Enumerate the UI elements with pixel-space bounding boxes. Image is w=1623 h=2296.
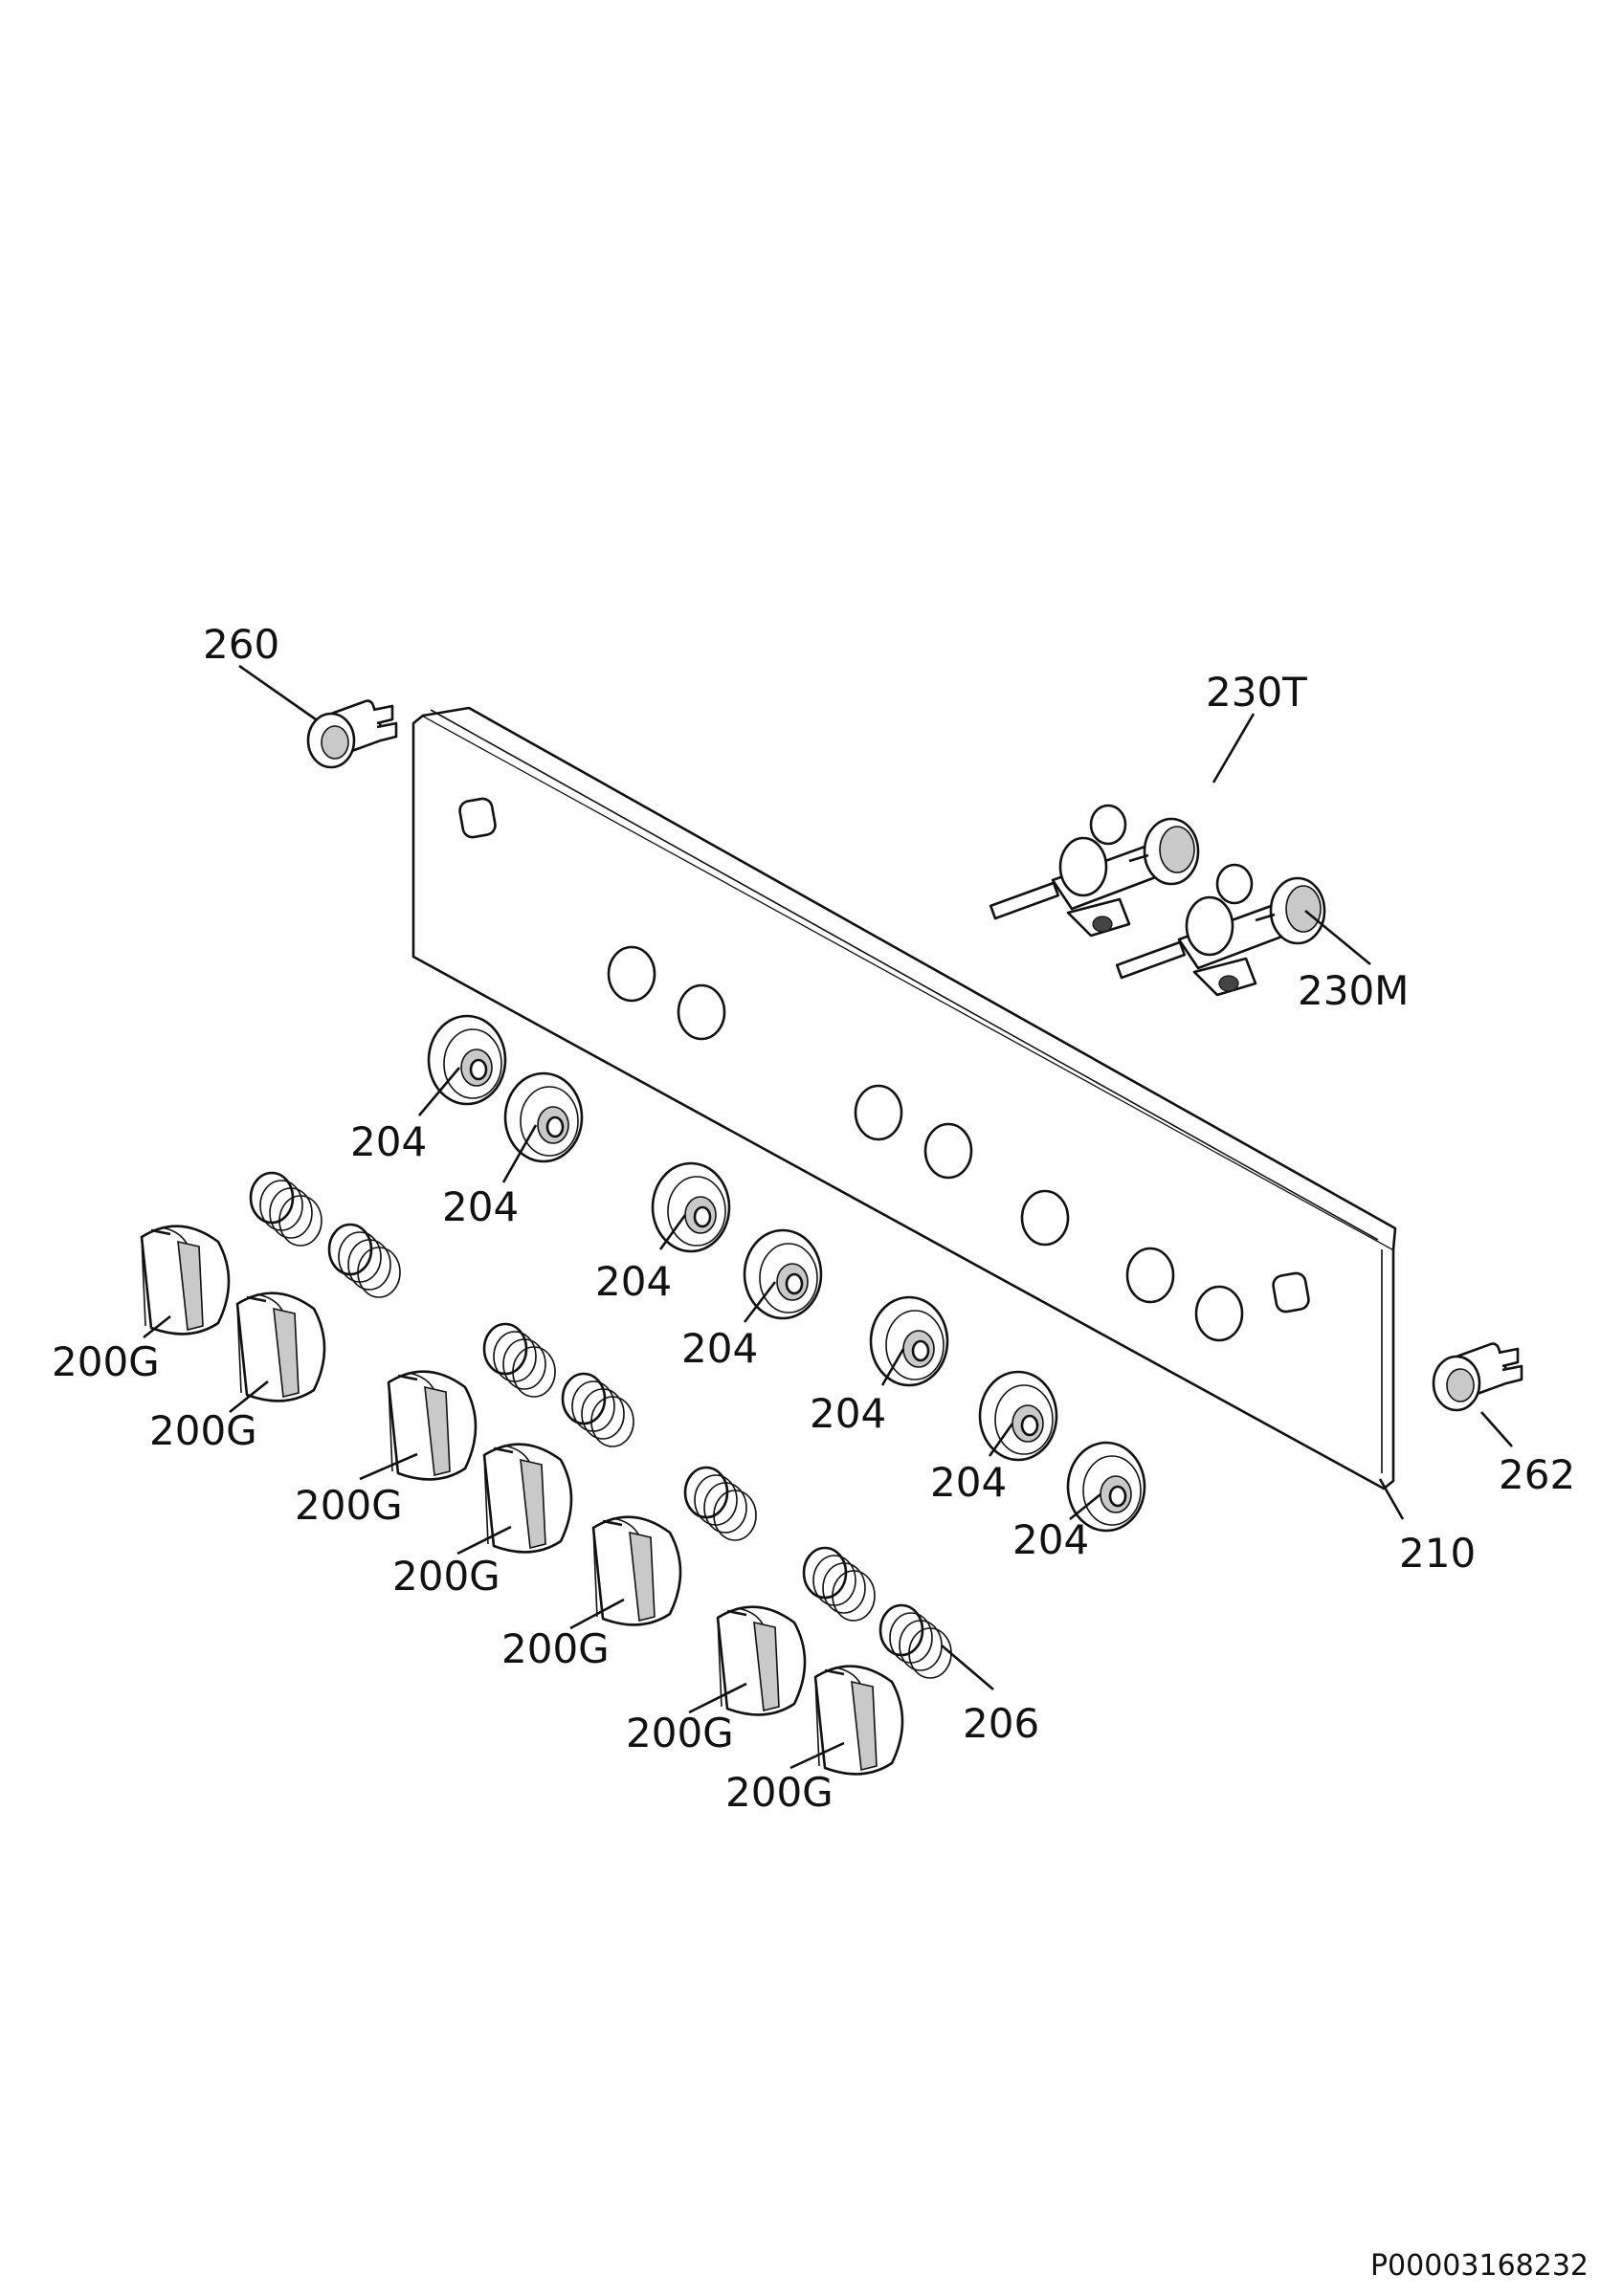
label-210: 210	[1399, 1530, 1476, 1577]
label-200g-5: 200G	[501, 1625, 610, 1672]
gas-valve-230t	[989, 804, 1200, 938]
spring-3	[482, 1322, 557, 1399]
leader-lines	[143, 664, 1513, 1770]
label-204-3: 204	[595, 1258, 672, 1305]
bezel-5	[869, 1295, 949, 1387]
knob-4	[482, 1443, 573, 1554]
label-204-1: 204	[350, 1118, 427, 1165]
gas-valve-230m	[1115, 863, 1326, 997]
bezel-2	[503, 1071, 584, 1163]
bezel-3	[651, 1161, 731, 1253]
label-200g-4: 200G	[392, 1553, 500, 1600]
ignition-switch-right	[1432, 1340, 1523, 1412]
spring-1	[249, 1171, 323, 1247]
label-200g-7: 200G	[725, 1769, 834, 1816]
label-200g-1: 200G	[52, 1338, 160, 1385]
label-262: 262	[1499, 1451, 1575, 1498]
label-200g-6: 200G	[626, 1710, 734, 1756]
knob-3	[387, 1370, 478, 1481]
ignition-switch-left	[306, 697, 398, 769]
label-204-7: 204	[1012, 1516, 1089, 1563]
label-200g-3: 200G	[295, 1482, 403, 1529]
knob-1	[140, 1225, 231, 1336]
label-200g-2: 200G	[149, 1407, 257, 1454]
control-panel	[411, 706, 1397, 1490]
knob-2	[235, 1292, 326, 1402]
document-reference: P00003168232	[1370, 2249, 1589, 2283]
bezel-6	[978, 1370, 1058, 1462]
label-230m: 230M	[1298, 967, 1409, 1014]
spring-2	[327, 1223, 402, 1299]
spring-4	[561, 1372, 635, 1448]
label-260: 260	[203, 621, 279, 668]
label-230t: 230T	[1206, 669, 1307, 716]
spring-7	[878, 1603, 953, 1680]
label-204-5: 204	[810, 1390, 886, 1437]
knob-6	[716, 1605, 807, 1716]
label-206: 206	[963, 1700, 1039, 1747]
label-204-4: 204	[681, 1325, 758, 1372]
spring-6	[802, 1546, 877, 1623]
label-204-6: 204	[930, 1459, 1007, 1506]
spring-5	[683, 1466, 758, 1542]
knob-7	[813, 1665, 904, 1776]
label-204-2: 204	[442, 1183, 519, 1230]
